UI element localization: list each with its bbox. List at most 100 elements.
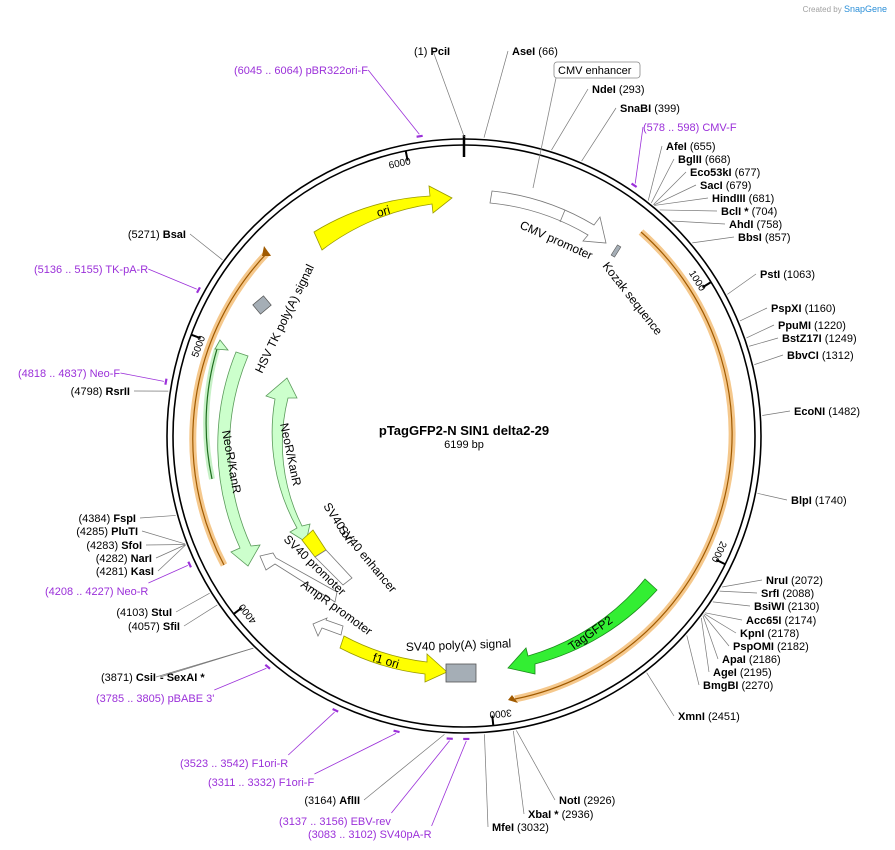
site-label[interactable]: - SexAI * bbox=[155, 647, 254, 684]
site-label[interactable]: ApaI (2186) bbox=[702, 615, 781, 666]
site-position: (4281) bbox=[96, 566, 131, 578]
primer-name: pBR322ori-F bbox=[306, 65, 369, 77]
site-label[interactable]: SrfI (2088) bbox=[719, 588, 815, 600]
site-label[interactable]: BclI * (704) bbox=[659, 206, 778, 218]
site-leader bbox=[671, 220, 726, 225]
site-label[interactable]: AgeI (2195) bbox=[700, 617, 772, 679]
primer-label[interactable]: (3137 .. 3156) EBV-rev bbox=[279, 737, 453, 828]
primer-label[interactable]: (6045 .. 6064) pBR322ori-F bbox=[234, 65, 423, 138]
site-label[interactable]: (4798) RsrII bbox=[71, 386, 169, 398]
primer-label[interactable]: (4818 .. 4837) Neo-F bbox=[18, 368, 168, 385]
site-name: SacI bbox=[700, 180, 723, 192]
sv40-polya-label: SV40 poly(A) signal bbox=[406, 636, 512, 654]
site-name: BbvCI bbox=[787, 350, 819, 362]
site-text: BlpI (1740) bbox=[791, 495, 847, 507]
site-label[interactable]: BglII (668) bbox=[651, 154, 731, 204]
band-right-line bbox=[514, 231, 733, 700]
primer-range: (5136 .. 5155) bbox=[34, 264, 105, 276]
site-label[interactable]: EcoNI (1482) bbox=[762, 406, 860, 418]
site-label[interactable]: (3164) AflII bbox=[304, 734, 445, 807]
primer-leader bbox=[148, 565, 188, 584]
site-text: AhdI (758) bbox=[729, 219, 782, 231]
site-name: BbsI bbox=[738, 232, 762, 244]
site-label[interactable]: AfeI (655) bbox=[647, 141, 716, 201]
sv40-enhancer-feature bbox=[314, 549, 353, 586]
site-label[interactable]: (1) PciI bbox=[414, 46, 465, 138]
primer-text: (4818 .. 4837) Neo-F bbox=[18, 368, 120, 380]
site-name: - SexAI * bbox=[160, 672, 205, 684]
primer-text: (3137 .. 3156) EBV-rev bbox=[279, 816, 391, 828]
site-position: (681) bbox=[746, 193, 775, 205]
primer-label[interactable]: (3785 .. 3805) pBABE 3' bbox=[96, 663, 271, 705]
site-label[interactable]: (4281) KasI bbox=[96, 544, 186, 578]
site-label[interactable]: MfeI (3032) bbox=[484, 734, 549, 834]
site-text: (4281) KasI bbox=[96, 566, 154, 578]
site-leader bbox=[647, 145, 663, 201]
site-label[interactable]: KpnI (2178) bbox=[704, 613, 799, 640]
site-name: HindIII bbox=[712, 193, 746, 205]
site-label[interactable]: BsiWI (2130) bbox=[712, 601, 820, 613]
site-name: PluTI bbox=[111, 526, 138, 538]
primer-text: (3083 .. 3102) SV40pA-R bbox=[308, 829, 432, 841]
site-label[interactable]: HindIII (681) bbox=[654, 193, 774, 206]
primer-text: (4208 .. 4227) Neo-R bbox=[45, 586, 148, 598]
primer-label[interactable]: (3311 .. 3332) F1ori-F bbox=[208, 729, 400, 789]
primer-mark bbox=[393, 729, 400, 734]
site-label[interactable]: NdeI (293) bbox=[551, 84, 645, 151]
site-label[interactable]: BstZ17I (1249) bbox=[749, 333, 857, 347]
site-label[interactable]: BbvCI (1312) bbox=[754, 350, 854, 365]
primer-label[interactable]: (5136 .. 5155) TK-pA-R bbox=[34, 264, 201, 294]
site-position: (668) bbox=[702, 154, 731, 166]
site-text: BclI * (704) bbox=[721, 206, 777, 218]
site-label[interactable]: AhdI (758) bbox=[671, 219, 782, 231]
site-label[interactable]: (4283) SfoI bbox=[86, 540, 186, 552]
site-text: (3164) AflII bbox=[304, 795, 360, 807]
site-label[interactable]: BlpI (1740) bbox=[757, 492, 847, 507]
site-name: PspOMI bbox=[733, 641, 774, 653]
site-label[interactable]: AseI (66) bbox=[483, 46, 558, 138]
site-label[interactable]: PstI (1063) bbox=[727, 269, 815, 295]
site-position: (2936) bbox=[559, 809, 594, 821]
site-position: (857) bbox=[762, 232, 791, 244]
site-label[interactable]: (4384) FspI bbox=[79, 513, 176, 525]
site-label[interactable]: (4282) NarI bbox=[96, 544, 186, 565]
site-position: (2088) bbox=[779, 588, 814, 600]
site-label[interactable]: BmgBI (2270) bbox=[686, 635, 774, 692]
site-text: (4384) FspI bbox=[79, 513, 136, 525]
site-label[interactable]: Eco53kI (677) bbox=[653, 167, 760, 205]
primer-range: (3785 .. 3805) bbox=[96, 693, 168, 705]
site-label[interactable]: (5271) BsaI bbox=[128, 229, 223, 261]
site-text: PpuMI (1220) bbox=[778, 320, 846, 332]
site-position: (679) bbox=[723, 180, 752, 192]
primer-label[interactable]: (578 .. 598) CMV-F bbox=[630, 122, 737, 188]
site-label[interactable]: (4103) StuI bbox=[116, 592, 210, 619]
site-label[interactable]: XmnI (2451) bbox=[646, 672, 740, 723]
site-leader bbox=[175, 592, 210, 613]
site-label[interactable]: (4285) PluTI bbox=[76, 526, 186, 545]
site-label[interactable]: Acc65I (2174) bbox=[705, 612, 816, 627]
site-text: HindIII (681) bbox=[712, 193, 774, 205]
site-label[interactable]: BbsI (857) bbox=[692, 232, 791, 244]
site-position: (3164) bbox=[304, 795, 339, 807]
site-text: MfeI (3032) bbox=[492, 822, 549, 834]
site-name: SfoI bbox=[121, 540, 142, 552]
primer-leader bbox=[288, 711, 335, 756]
site-label[interactable]: NotI (2926) bbox=[516, 730, 615, 807]
primer-label[interactable]: (4208 .. 4227) Neo-R bbox=[45, 561, 192, 598]
primer-label[interactable]: (3523 .. 3542) F1ori-R bbox=[180, 708, 339, 770]
site-label[interactable]: (4057) SfiI bbox=[128, 604, 218, 633]
site-label[interactable]: SnaBI (399) bbox=[581, 103, 680, 162]
site-label[interactable]: PspXI (1160) bbox=[739, 303, 836, 322]
site-label[interactable]: XbaI * (2936) bbox=[512, 730, 594, 821]
site-label[interactable]: PspOMI (2182) bbox=[703, 614, 809, 653]
site-name: StuI bbox=[151, 607, 172, 619]
primer-label[interactable]: (3083 .. 3102) SV40pA-R bbox=[308, 737, 470, 841]
site-name: RsrII bbox=[106, 386, 130, 398]
site-name: NarI bbox=[131, 553, 152, 565]
site-label[interactable]: SacI (679) bbox=[653, 180, 752, 206]
site-label[interactable]: NruI (2072) bbox=[722, 575, 823, 588]
tick-label: 6000 bbox=[388, 156, 412, 171]
primer-name: TK-pA-R bbox=[105, 264, 148, 276]
site-label[interactable]: PpuMI (1220) bbox=[746, 320, 846, 339]
primer-name: CMV-F bbox=[702, 122, 737, 134]
